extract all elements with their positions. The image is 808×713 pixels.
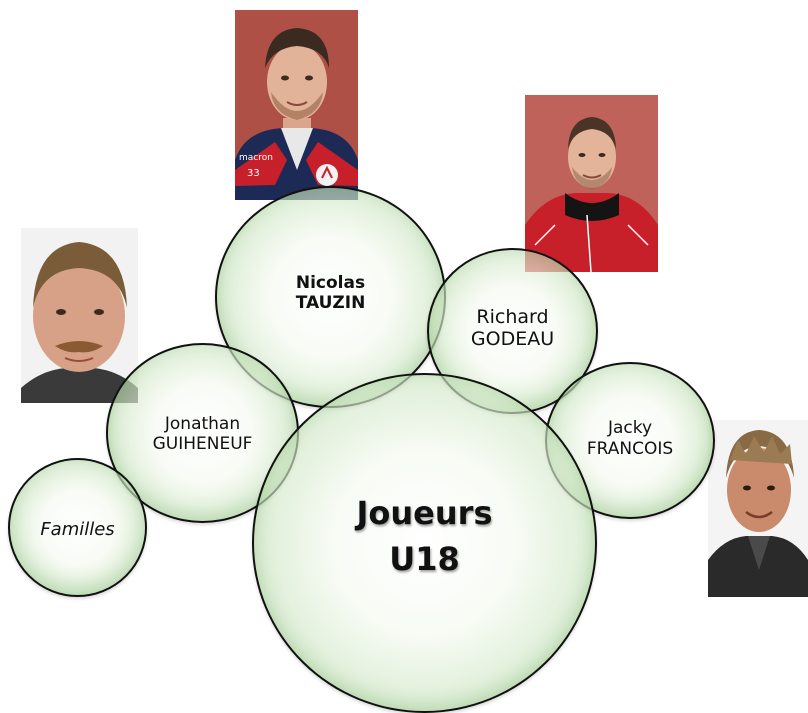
photo-richard-godeau xyxy=(525,95,658,272)
jersey-brand-text: macron xyxy=(239,153,273,163)
nicolas-last-name: TAUZIN xyxy=(295,293,366,313)
portrait-jacky-image xyxy=(708,420,808,597)
nicolas-first-name: Nicolas xyxy=(295,272,366,293)
nicolas-tauzin-label: Nicolas TAUZIN xyxy=(296,273,366,313)
joueurs-u18-label: Joueurs U18 xyxy=(357,490,493,583)
richard-last-name: GODEAU xyxy=(470,328,555,350)
photo-jacky-francois xyxy=(708,420,808,597)
jacky-first-name: Jacky xyxy=(607,418,653,439)
photo-jonathan-guiheneuf xyxy=(21,228,138,403)
richard-first-name: Richard xyxy=(476,305,549,328)
photo-nicolas-tauzin: macron 33 xyxy=(235,10,358,200)
portrait-richard-image xyxy=(525,95,658,272)
portrait-jonathan-image xyxy=(21,228,138,403)
jacky-last-name: FRANCOIS xyxy=(586,438,674,459)
jersey-number-text: 33 xyxy=(247,168,260,179)
portrait-nicolas-image: macron 33 xyxy=(235,10,358,200)
bubble-joueurs-u18: Joueurs U18 xyxy=(252,373,597,713)
jonathan-last-name: GUIHENEUF xyxy=(152,434,253,454)
richard-godeau-label: Richard GODEAU xyxy=(471,306,554,351)
bubble-jacky-francois: Jacky FRANCOIS xyxy=(545,362,715,519)
jonathan-first-name: Jonathan xyxy=(164,413,241,434)
joueurs-title: Joueurs xyxy=(356,493,493,532)
u18-title: U18 xyxy=(389,540,460,578)
jacky-francois-label: Jacky FRANCOIS xyxy=(587,418,673,458)
bubble-familles: Familles xyxy=(8,458,147,597)
jonathan-guiheneuf-label: Jonathan GUIHENEUF xyxy=(153,414,253,454)
familles-label: Familles xyxy=(40,518,115,540)
